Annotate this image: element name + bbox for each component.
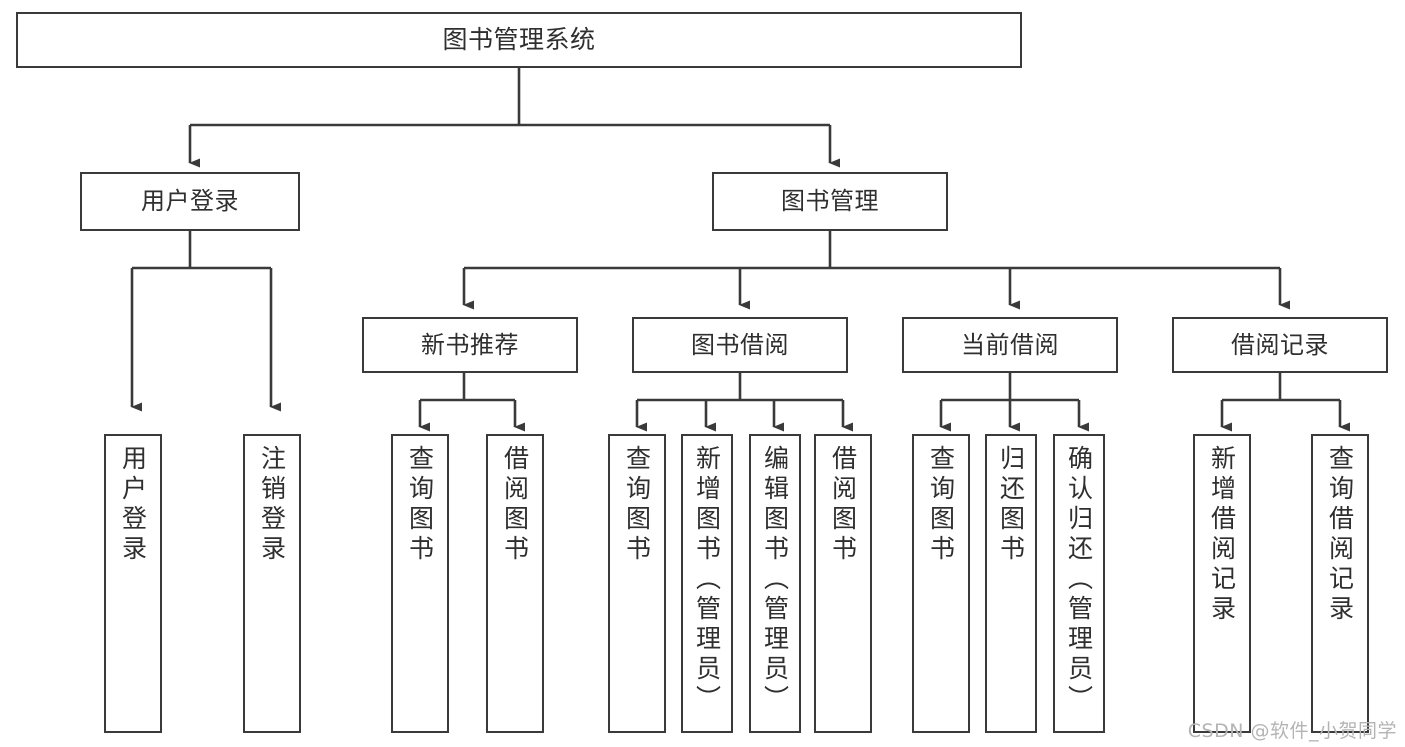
- node-label: 注销登录: [257, 445, 287, 565]
- node-leaf-edit-book[interactable]: 编辑图书（管理员）: [749, 434, 801, 733]
- node-leaf-confirm-return[interactable]: 确认归还（管理员）: [1053, 434, 1105, 733]
- node-label: 用户登录: [141, 187, 239, 216]
- watermark-text: CSDN @软件_小贺同学: [1187, 720, 1397, 742]
- node-book-management[interactable]: 图书管理: [712, 172, 948, 231]
- node-label: 用户登录: [118, 445, 148, 565]
- node-label: 查询借阅记录: [1325, 445, 1355, 625]
- node-label: 图书借阅: [691, 330, 789, 359]
- node-book-borrow[interactable]: 图书借阅: [632, 317, 848, 373]
- node-borrow-record[interactable]: 借阅记录: [1172, 317, 1388, 373]
- node-new-book-recommend[interactable]: 新书推荐: [362, 317, 578, 373]
- node-label: 编辑图书（管理员）: [760, 445, 790, 715]
- node-label: 确认归还（管理员）: [1064, 445, 1094, 715]
- node-leaf-add-borrow-record[interactable]: 新增借阅记录: [1193, 434, 1251, 733]
- node-label: 当前借阅: [961, 330, 1059, 359]
- node-leaf-user-login[interactable]: 用户登录: [104, 434, 162, 733]
- node-label: 查询图书: [622, 445, 652, 565]
- node-label: 图书管理: [781, 187, 879, 216]
- node-label: 借阅图书: [828, 445, 858, 565]
- node-leaf-borrow-book-new-recommend[interactable]: 借阅图书: [486, 434, 544, 733]
- node-label: 查询图书: [405, 445, 435, 565]
- node-leaf-query-borrow-record[interactable]: 查询借阅记录: [1311, 434, 1369, 733]
- node-label: 新增图书（管理员）: [692, 445, 722, 715]
- node-leaf-return-book[interactable]: 归还图书: [985, 434, 1037, 733]
- node-root-book-management-system[interactable]: 图书管理系统: [16, 12, 1022, 68]
- node-label: 归还图书: [996, 445, 1026, 565]
- node-label: 查询图书: [926, 445, 956, 565]
- node-label: 新书推荐: [421, 330, 519, 359]
- node-label: 图书管理系统: [442, 25, 596, 55]
- node-leaf-add-book[interactable]: 新增图书（管理员）: [681, 434, 733, 733]
- node-user-login[interactable]: 用户登录: [80, 172, 300, 231]
- node-current-borrow[interactable]: 当前借阅: [902, 317, 1118, 373]
- node-leaf-query-book-borrow[interactable]: 查询图书: [608, 434, 666, 733]
- node-leaf-query-book-current[interactable]: 查询图书: [912, 434, 970, 733]
- node-leaf-borrow-book-borrow[interactable]: 借阅图书: [814, 434, 872, 733]
- node-label: 借阅图书: [500, 445, 530, 565]
- node-leaf-logout-login[interactable]: 注销登录: [243, 434, 301, 733]
- node-leaf-query-book-new-recommend[interactable]: 查询图书: [391, 434, 449, 733]
- node-label: 借阅记录: [1231, 330, 1329, 359]
- node-label: 新增借阅记录: [1207, 445, 1237, 625]
